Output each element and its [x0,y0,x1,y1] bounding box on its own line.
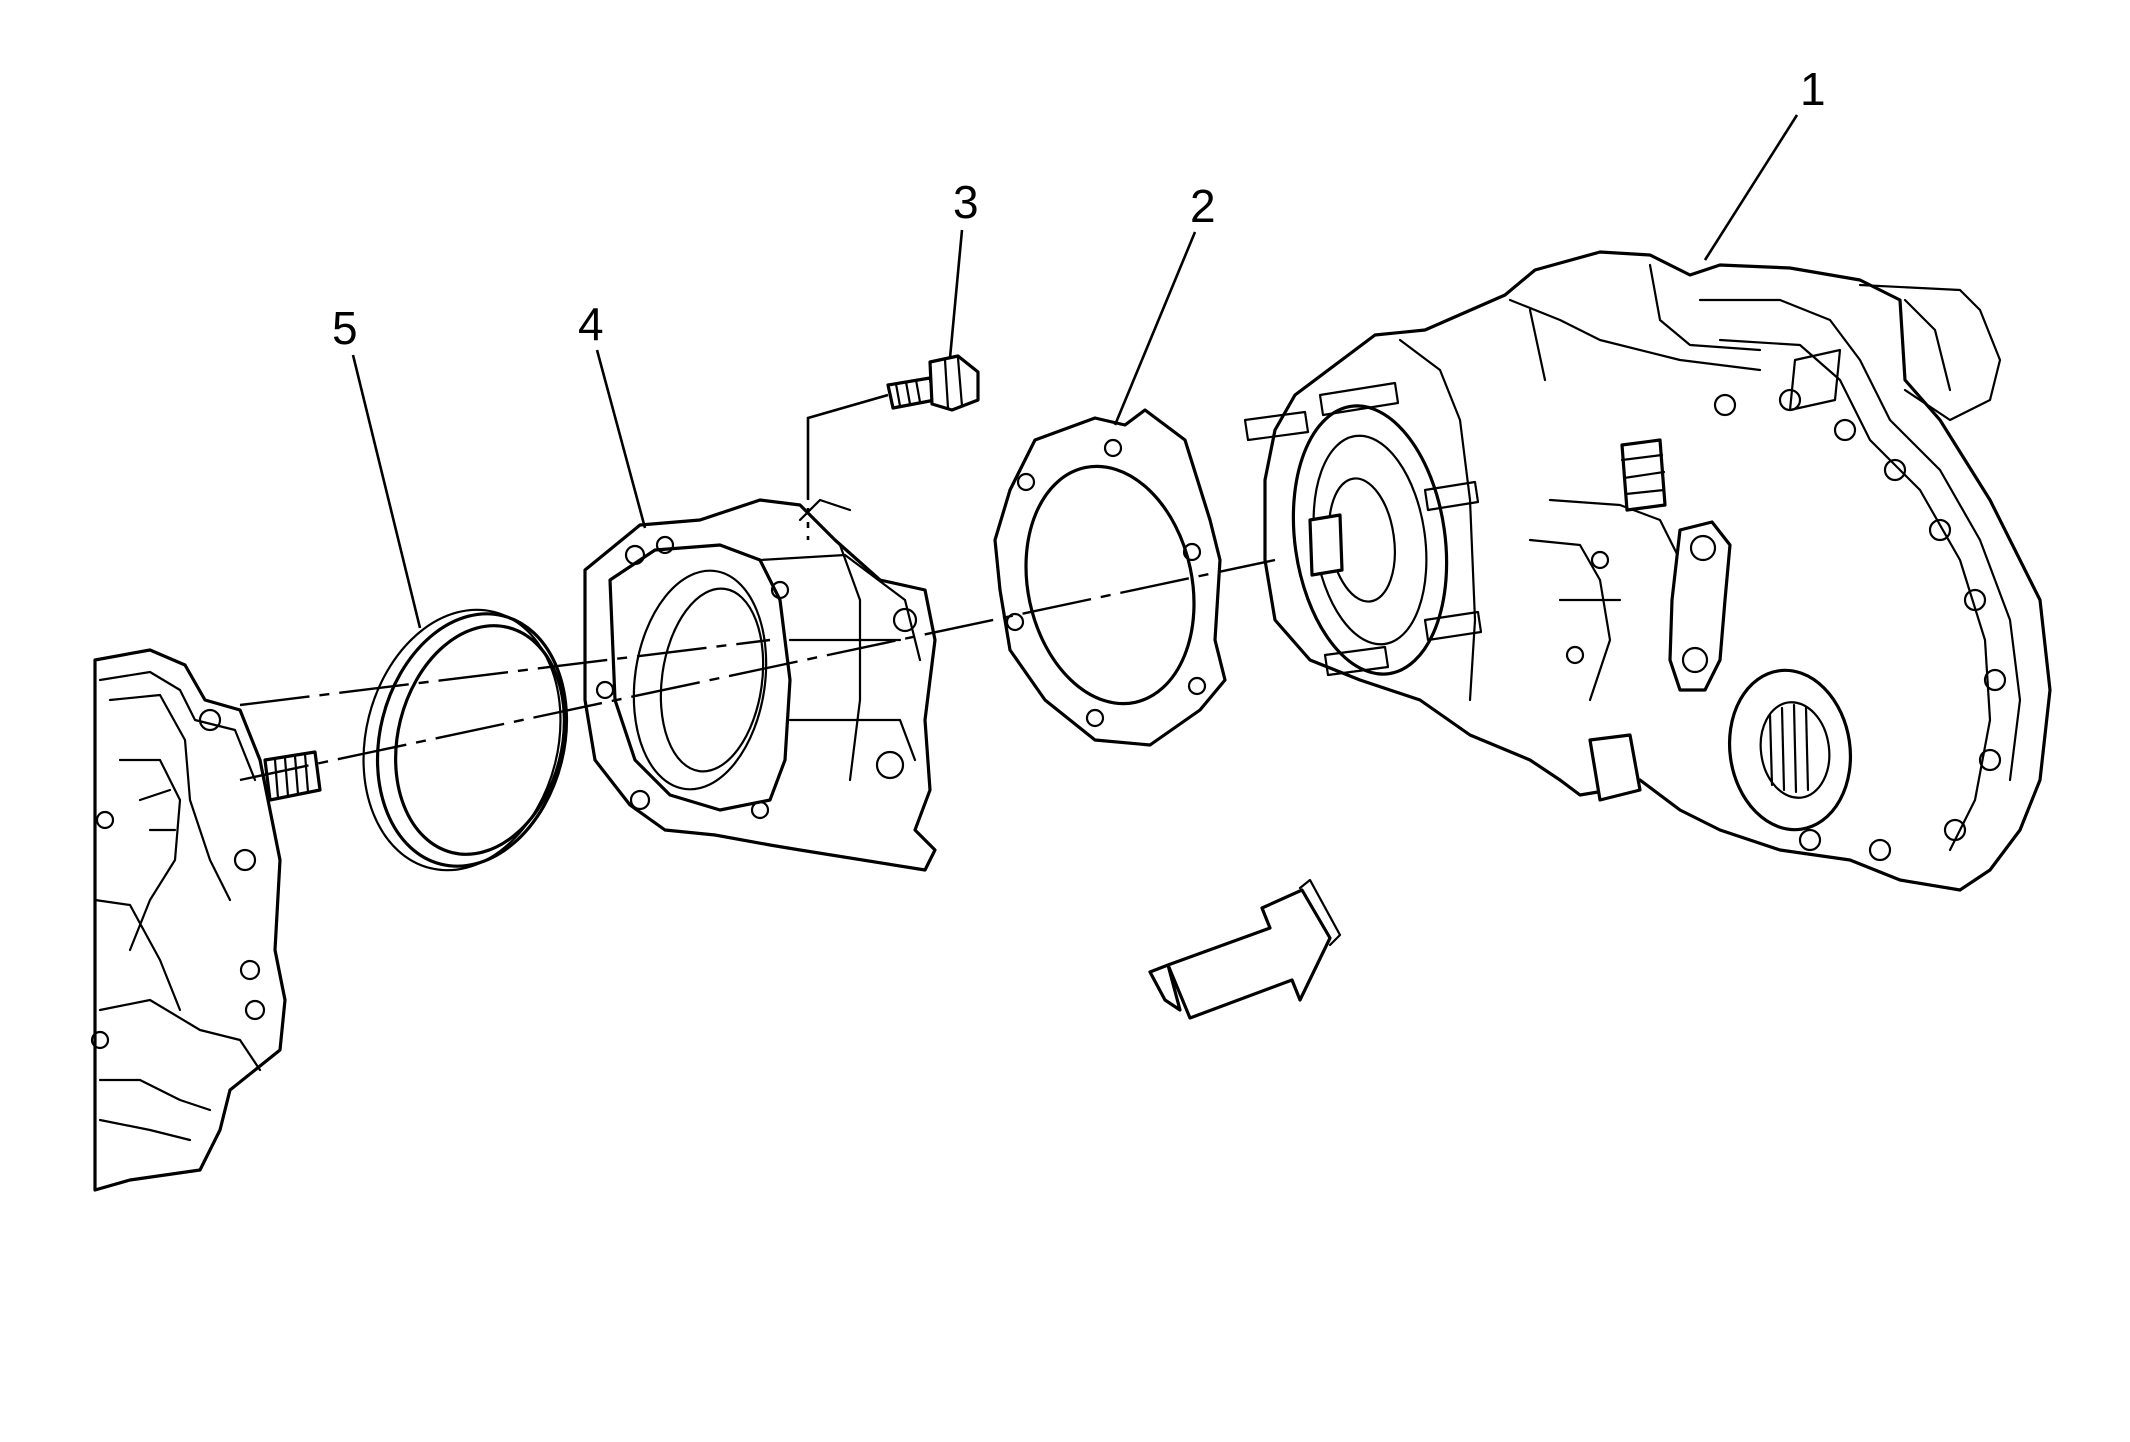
front-direction-arrow-icon [1148,878,1342,1020]
callout-1: 1 [1800,63,1826,115]
leader-lines [351,114,1799,629]
seal-ring [362,608,569,872]
callout-4: 4 [578,298,604,350]
callout-3: 3 [953,176,979,228]
callout-labels: 1 2 3 4 5 [332,63,1826,354]
bolt [806,354,980,540]
gasket [993,408,1227,747]
transmission-housing [90,648,322,1192]
adapter-housing [583,498,937,872]
callout-5: 5 [332,302,358,354]
transfer-case [1243,250,2052,892]
callout-2: 2 [1190,180,1216,232]
center-axis [239,558,1276,782]
upper-axis [239,638,771,707]
